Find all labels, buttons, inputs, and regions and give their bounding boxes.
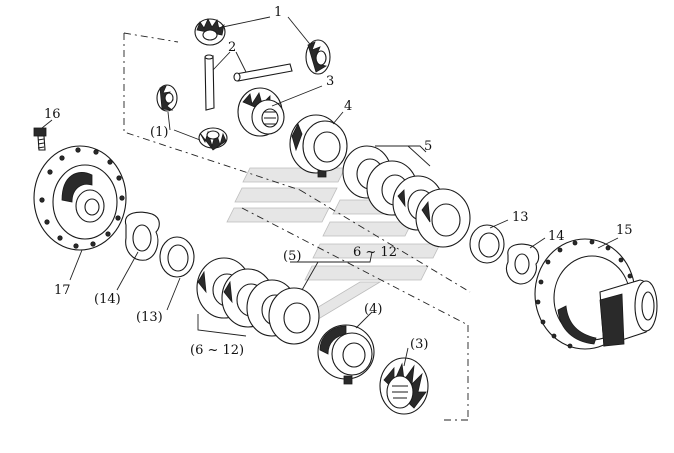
bolt-holes <box>39 147 125 249</box>
case-half-15 <box>534 238 658 350</box>
watermark-logo <box>226 167 441 331</box>
label-part-15: 15 <box>616 223 633 238</box>
label-part-14-paren: (14) <box>94 292 121 307</box>
label-parts-6-12-top: 6 ~ 12 <box>353 245 397 260</box>
label-part-2: 2 <box>228 40 237 55</box>
dashed-frame <box>123 32 471 421</box>
bolt-holes-right <box>535 239 633 349</box>
cross-shaft-2 <box>204 54 293 111</box>
side-gear-3 <box>237 87 285 137</box>
label-part-3: 3 <box>326 74 335 89</box>
washer-13-right <box>469 224 505 264</box>
label-part-3-paren: (3) <box>410 337 429 352</box>
clutch-ring-4-lower <box>317 324 375 385</box>
bolt-16 <box>33 127 47 151</box>
label-part-13-paren: (13) <box>136 310 163 325</box>
label-part-5: 5 <box>424 139 433 154</box>
pinion-gear-1-lower <box>198 127 228 151</box>
pinion-gear-1-top-left <box>194 18 226 46</box>
side-gear-3-lower <box>379 357 429 415</box>
friction-plates-top <box>342 145 471 248</box>
label-parts-6-12-paren: (6 ~ 12) <box>190 343 245 358</box>
friction-plates-lower <box>196 257 320 345</box>
label-part-1-paren: (1) <box>150 125 169 140</box>
thrust-washer-14-left <box>124 211 160 261</box>
pinion-gear-1-lower-left <box>156 84 178 112</box>
label-part-5-paren: (5) <box>283 249 302 264</box>
label-part-17: 17 <box>54 283 71 298</box>
label-part-14: 14 <box>548 229 565 244</box>
label-part-16: 16 <box>44 107 61 122</box>
label-part-13: 13 <box>512 210 529 225</box>
washer-13-left <box>159 236 195 278</box>
label-part-1: 1 <box>274 5 283 20</box>
leader-lines <box>41 16 619 367</box>
label-part-4-paren: (4) <box>364 302 383 317</box>
thrust-washer-14-right <box>505 243 540 285</box>
case-half-17 <box>33 145 127 251</box>
label-part-4: 4 <box>344 99 353 114</box>
clutch-ring-4 <box>289 114 348 178</box>
pinion-gear-1-top-right <box>305 39 331 75</box>
